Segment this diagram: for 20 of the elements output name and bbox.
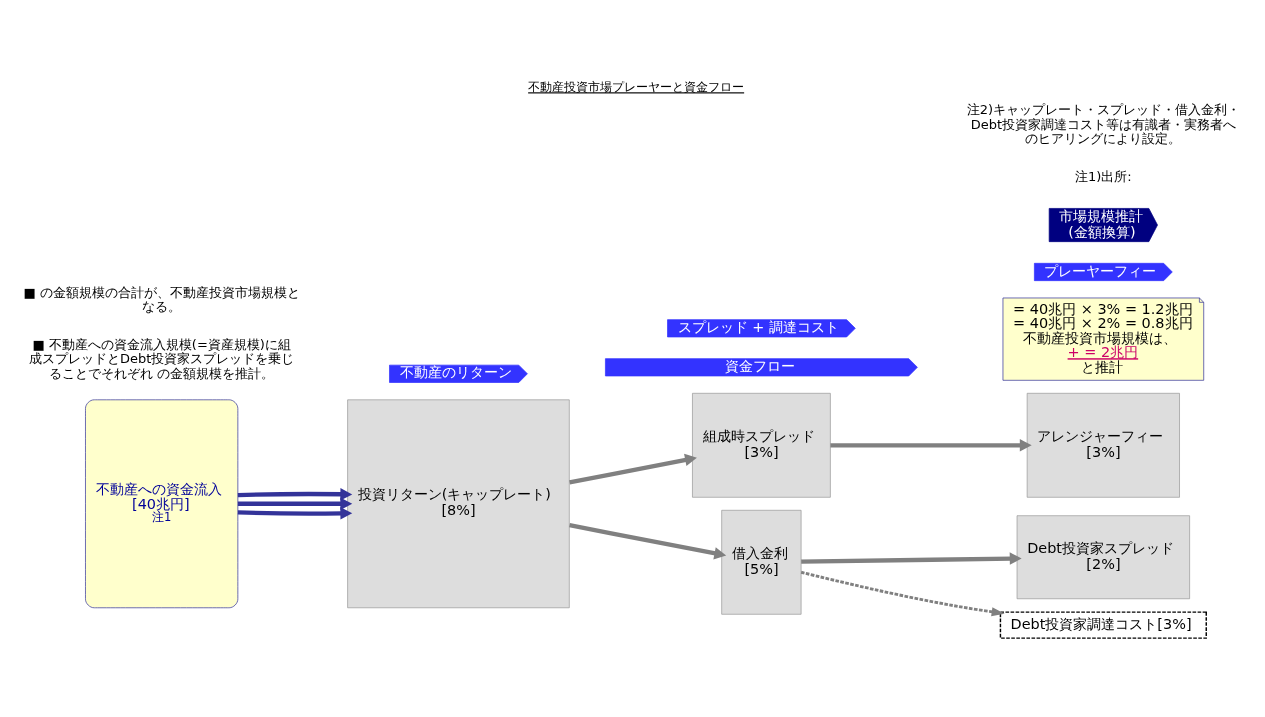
diagram-title: 不動産投資市場プレーヤーと資金フロー [528, 79, 745, 94]
node-box: Debt投資家スプレッド [2%] [1016, 514, 1190, 599]
arrow [801, 551, 1022, 565]
arrow [237, 497, 353, 510]
label: 注1)出所: [1074, 168, 1132, 184]
label: 注2)キャップレート・スプレッド・借入金利・Debt投資家調達コスト等は有識者・実務者へのヒアリングにより設定。 [966, 101, 1241, 146]
arrow [237, 487, 353, 500]
arrow [569, 453, 697, 484]
label: ■ の金額規模の合計が、不動産投資市場規模となる。 [23, 284, 300, 314]
arrow [800, 570, 1005, 616]
node-box: 不動産への資金流入 [40兆円] 注1 [85, 398, 239, 608]
node-box: 組成時スプレッド [3%] [692, 392, 831, 498]
node-box: アレンジャーフィー [3%] [1026, 392, 1180, 498]
arrow [569, 522, 727, 559]
node-box: Debt投資家調達コスト[3%] [999, 610, 1207, 639]
arrow [237, 506, 353, 520]
label: ■ 不動産への資金流入規模(=資産規模)に組成スプレッドとDebt投資家スプレッドを乗じることでそれぞれ の金額規模を推計。 [28, 336, 295, 381]
node-box: 借入金利 [5%] [721, 509, 802, 615]
arrow [830, 438, 1032, 452]
node-box: 投資リターン(キャップレート) [8%] [347, 398, 570, 608]
